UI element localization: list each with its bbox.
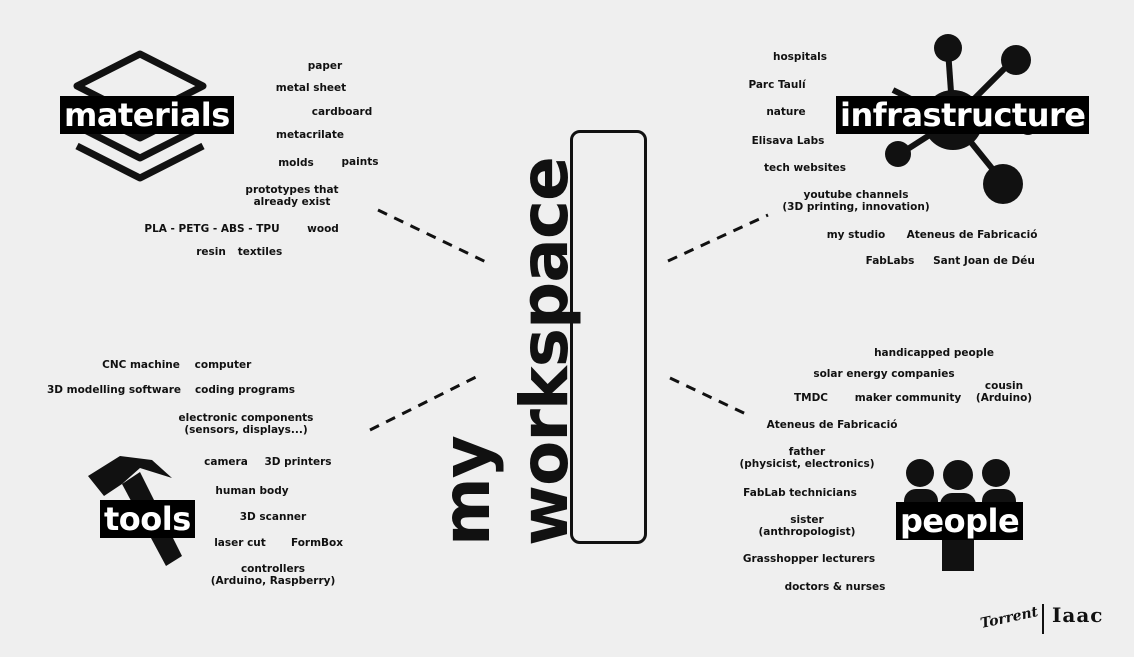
materials-item: metal sheet [275, 82, 347, 94]
materials-item: PLA - PETG - ABS - TPU [144, 223, 280, 235]
materials-item: resin [196, 246, 226, 258]
people-item: solar energy companies [813, 368, 955, 380]
category-tools: tools [100, 500, 195, 538]
people-item: Ateneus de Fabricació [766, 419, 898, 431]
materials-item: prototypes that already exist [245, 184, 339, 208]
tools-item: laser cut [214, 537, 266, 549]
people-item: sister (anthropologist) [758, 514, 856, 538]
connector-tools [369, 372, 483, 432]
category-infrastructure: infrastructure [836, 96, 1090, 134]
infrastructure-item: FabLabs [865, 255, 915, 267]
connector-materials [377, 208, 487, 264]
tools-item: camera [204, 456, 248, 468]
materials-item: metacrilate [276, 129, 344, 141]
workspace-box [570, 130, 647, 544]
tools-item: FormBox [290, 537, 344, 549]
logo-divider [1042, 604, 1044, 634]
materials-item: cardboard [311, 106, 373, 118]
infrastructure-item: Ateneus de Fabricació [906, 229, 1038, 241]
materials-item: wood [307, 223, 339, 235]
people-item: Grasshopper lecturers [742, 553, 876, 565]
infrastructure-item: youtube channels (3D printing, innovatio… [782, 189, 930, 213]
people-item: cousin (Arduino) [975, 380, 1033, 404]
tools-item: 3D printers [264, 456, 332, 468]
infrastructure-item: my studio [826, 229, 886, 241]
infrastructure-item: hospitals [772, 51, 828, 63]
infrastructure-item: nature [766, 106, 806, 118]
infrastructure-item: tech websites [763, 162, 847, 174]
tools-item: human body [215, 485, 289, 497]
tools-item: CNC machine [102, 359, 180, 371]
people-item: doctors & nurses [784, 581, 886, 593]
materials-item: paper [307, 60, 343, 72]
tools-item: controllers (Arduino, Raspberry) [210, 563, 336, 587]
category-materials: materials [60, 96, 234, 134]
tools-item: 3D modelling software [46, 384, 182, 396]
infrastructure-item: Sant Joan de Déu [933, 255, 1035, 267]
category-people: people [896, 502, 1024, 540]
tools-item: computer [194, 359, 252, 371]
people-item: maker community [854, 392, 962, 404]
materials-item: molds [278, 157, 314, 169]
infrastructure-item: Elisava Labs [751, 135, 825, 147]
people-item: FabLab technicians [743, 487, 857, 499]
materials-item: paints [341, 156, 379, 168]
tools-item: 3D scanner [239, 511, 307, 523]
people-item: father (physicist, electronics) [739, 446, 875, 470]
logo-iaac: Iaac [1052, 603, 1104, 627]
tools-item: coding programs [194, 384, 296, 396]
people-item: TMDC [793, 392, 829, 404]
materials-item: textiles [237, 246, 283, 258]
people-item: handicapped people [874, 347, 994, 359]
connector-people [669, 376, 749, 417]
infrastructure-item: Parc Taulí [748, 79, 806, 91]
tools-item: electronic components (sensors, displays… [178, 412, 314, 436]
connector-infrastructure [667, 213, 769, 263]
